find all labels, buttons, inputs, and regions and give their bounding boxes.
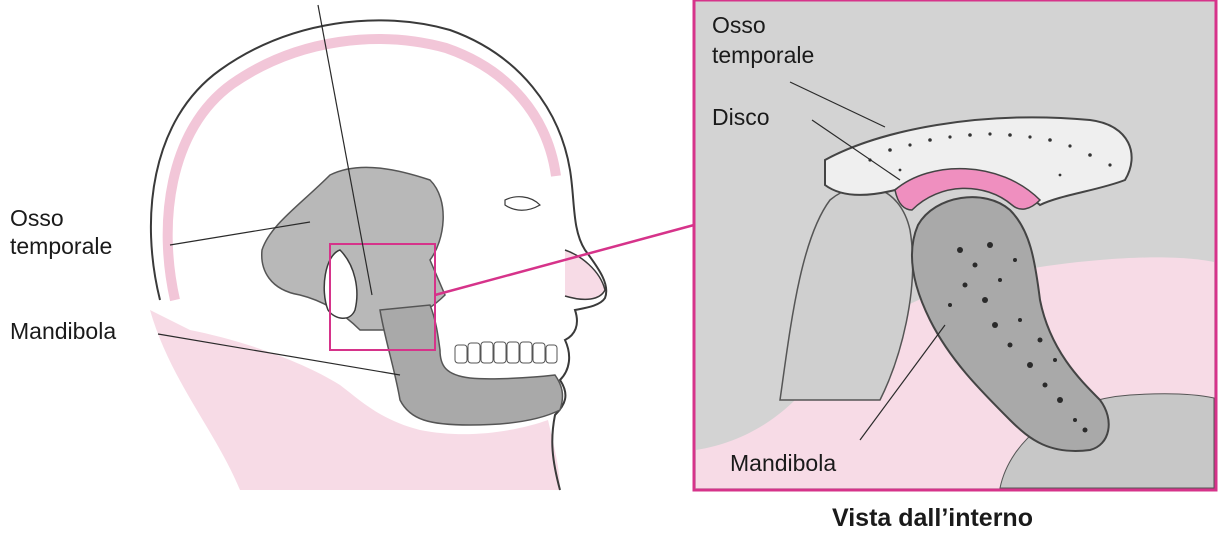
head-illustration [150,5,694,490]
eye [505,197,540,211]
zoom-connector [435,225,694,295]
inset-temporal-label-line2: temporale [712,42,814,68]
inset-disc-label: Disco [712,104,770,130]
head-mandible-label: Mandibola [10,318,116,344]
mandible-gray [380,305,562,425]
head-temporal-label-line2: temporale [10,233,112,259]
inset-mandible-label: Mandibola [730,450,836,476]
inset-temporal-label-line1: Osso [712,12,766,38]
head-temporal-label-line1: Osso [10,205,64,231]
inset-panel [694,0,1216,490]
teeth [455,342,557,363]
view-caption: Vista dall’interno [832,504,1033,533]
